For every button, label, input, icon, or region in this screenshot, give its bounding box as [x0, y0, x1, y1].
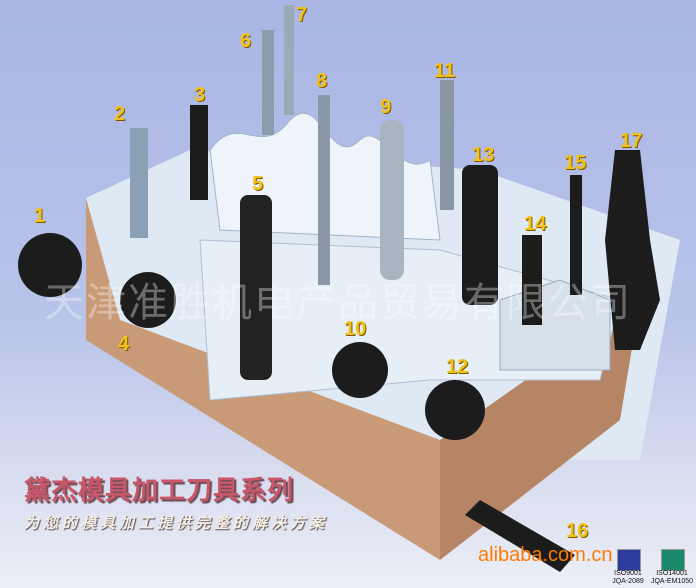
tool-label-15: 15	[564, 152, 587, 174]
holder-13	[462, 165, 498, 305]
tool-label-4: 4	[118, 333, 130, 355]
drill-6	[262, 30, 274, 135]
cutter-10	[332, 342, 388, 398]
tool-label-5: 5	[252, 173, 264, 195]
end-mill-3	[190, 105, 208, 200]
cert-code: JQA-EM1050	[650, 578, 694, 585]
tool-label-13: 13	[472, 144, 495, 166]
tool-label-12: 12	[446, 356, 469, 378]
holder-17	[605, 150, 660, 350]
tool-label-6: 6	[240, 30, 252, 52]
end-mill-5	[240, 195, 272, 380]
page-subtitle: 为您的模具加工提供完整的解决方案	[24, 514, 329, 532]
holder-11	[440, 80, 454, 210]
cutter-4	[120, 272, 176, 328]
tool-label-11: 11	[434, 60, 456, 82]
cert-code: JQA-2089	[612, 578, 644, 585]
iso9001-badge-icon	[617, 549, 641, 571]
tool-label-9: 9	[380, 96, 392, 118]
holder-15	[570, 175, 582, 295]
cert-label: ISO9001	[614, 570, 642, 577]
tool-label-3: 3	[194, 84, 206, 106]
company-watermark: 天津准胜机电产品贸易有限公司	[44, 280, 632, 326]
site-watermark: alibaba.com.cn	[478, 544, 613, 566]
ball-mill-8	[318, 95, 330, 285]
end-mill-2	[130, 128, 148, 238]
page-title: 黛杰模具加工刀具系列	[24, 476, 295, 506]
iso14001-badge-icon	[661, 549, 685, 571]
cert-label: ISO14001	[656, 570, 688, 577]
bar-16	[465, 500, 575, 572]
drill-7	[284, 5, 294, 115]
tool-label-10: 10	[344, 318, 367, 340]
tool-label-7: 7	[296, 4, 308, 26]
tool-label-14: 14	[524, 213, 547, 235]
cutter-12	[425, 380, 485, 440]
face-mill-1	[18, 233, 82, 297]
tool-label-2: 2	[114, 103, 126, 125]
tool-label-16: 16	[566, 520, 589, 542]
holder-14	[522, 235, 542, 325]
ball-mill-9	[380, 120, 404, 280]
tool-label-1: 1	[34, 205, 46, 227]
tool-label-8: 8	[316, 70, 328, 92]
tool-label-17: 17	[620, 130, 643, 152]
